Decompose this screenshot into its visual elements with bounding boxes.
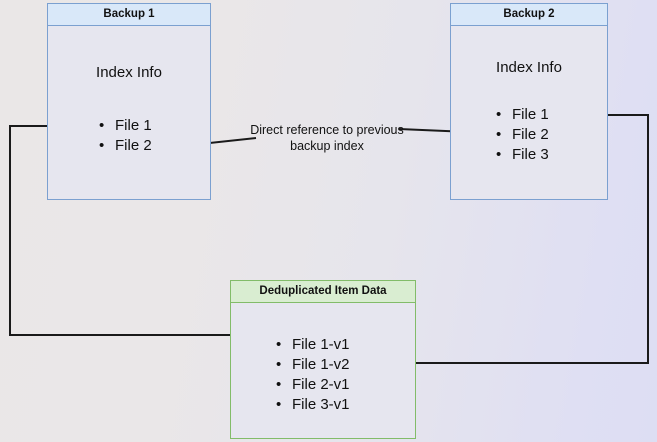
list-item: File 1-v2 xyxy=(276,355,350,375)
list-item: File 1 xyxy=(99,116,152,136)
dedup-store-header: Deduplicated Item Data xyxy=(231,281,415,303)
direct-reference-note: Direct reference to previous backup inde… xyxy=(250,123,404,153)
backup-2-header: Backup 2 xyxy=(451,4,607,26)
list-item: File 2-v1 xyxy=(276,375,350,395)
backup-1-file-list: File 1 File 2 xyxy=(99,116,152,156)
connector-backup2-file1-to-dedup xyxy=(381,114,649,367)
backup-2-body: Index Info File 1 File 2 File 3 xyxy=(451,26,607,199)
backup-1-header: Backup 1 xyxy=(48,4,210,26)
dedup-store-box[interactable]: Deduplicated Item Data File 1-v1 File 1-… xyxy=(230,280,416,439)
backup-2-index-info-label: Index Info xyxy=(496,59,562,76)
backup-1-box[interactable]: Backup 1 Index Info File 1 File 2 xyxy=(47,3,211,200)
list-item: File 2 xyxy=(99,136,152,156)
dedup-store-body: File 1-v1 File 1-v2 File 2-v1 File 3-v1 xyxy=(231,303,415,438)
list-item: File 2 xyxy=(496,125,549,145)
list-item: File 3-v1 xyxy=(276,395,350,415)
backup-2-box[interactable]: Backup 2 Index Info File 1 File 2 File 3 xyxy=(450,3,608,200)
backup-1-body: Index Info File 1 File 2 xyxy=(48,26,210,199)
list-item: File 3 xyxy=(496,145,549,165)
list-item: File 1-v1 xyxy=(276,335,350,355)
dedup-store-file-list: File 1-v1 File 1-v2 File 2-v1 File 3-v1 xyxy=(276,335,350,415)
list-item: File 1 xyxy=(496,105,549,125)
backup-1-index-info-label: Index Info xyxy=(96,64,162,81)
backup-2-file-list: File 1 File 2 File 3 xyxy=(496,105,549,165)
